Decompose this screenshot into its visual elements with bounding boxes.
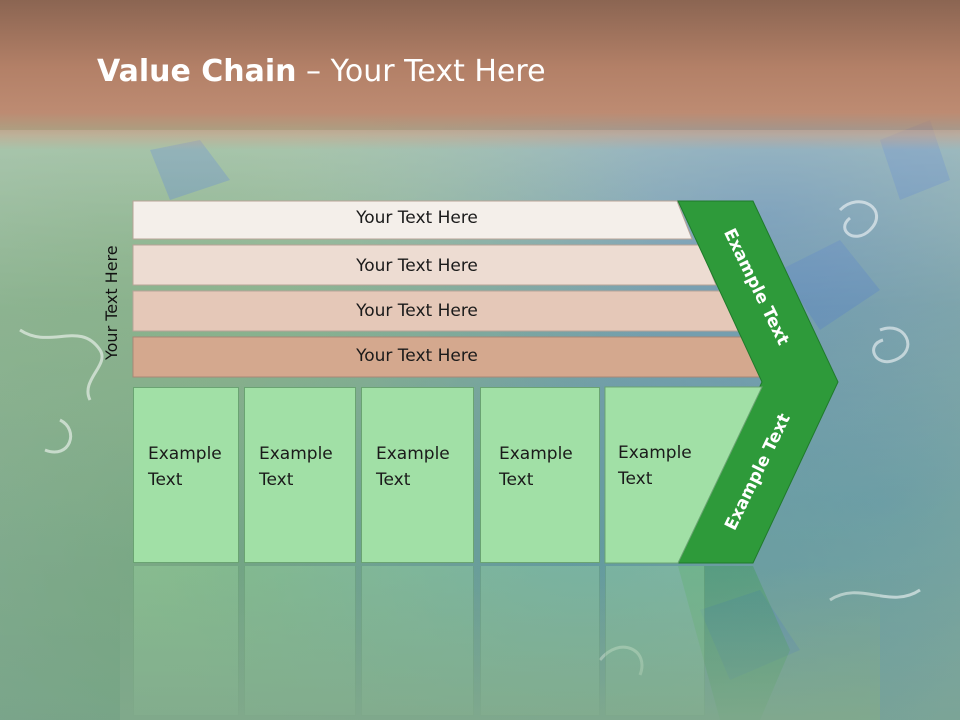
header-band: [0, 0, 960, 150]
title-rest: – Your Text Here: [296, 54, 546, 89]
band-label-4: Your Text Here: [356, 346, 478, 366]
slide-title: Value Chain – Your Text Here: [97, 54, 546, 89]
band-1: [132, 200, 693, 240]
title-bold: Value Chain: [97, 54, 297, 89]
band-label-2: Your Text Here: [356, 256, 478, 276]
vertical-label-text: Your Text Here: [102, 245, 121, 360]
band-label-1: Your Text Here: [356, 208, 478, 228]
band-label-3: Your Text Here: [356, 301, 478, 321]
band-2: [132, 244, 717, 286]
reflection-fade: [120, 566, 880, 720]
